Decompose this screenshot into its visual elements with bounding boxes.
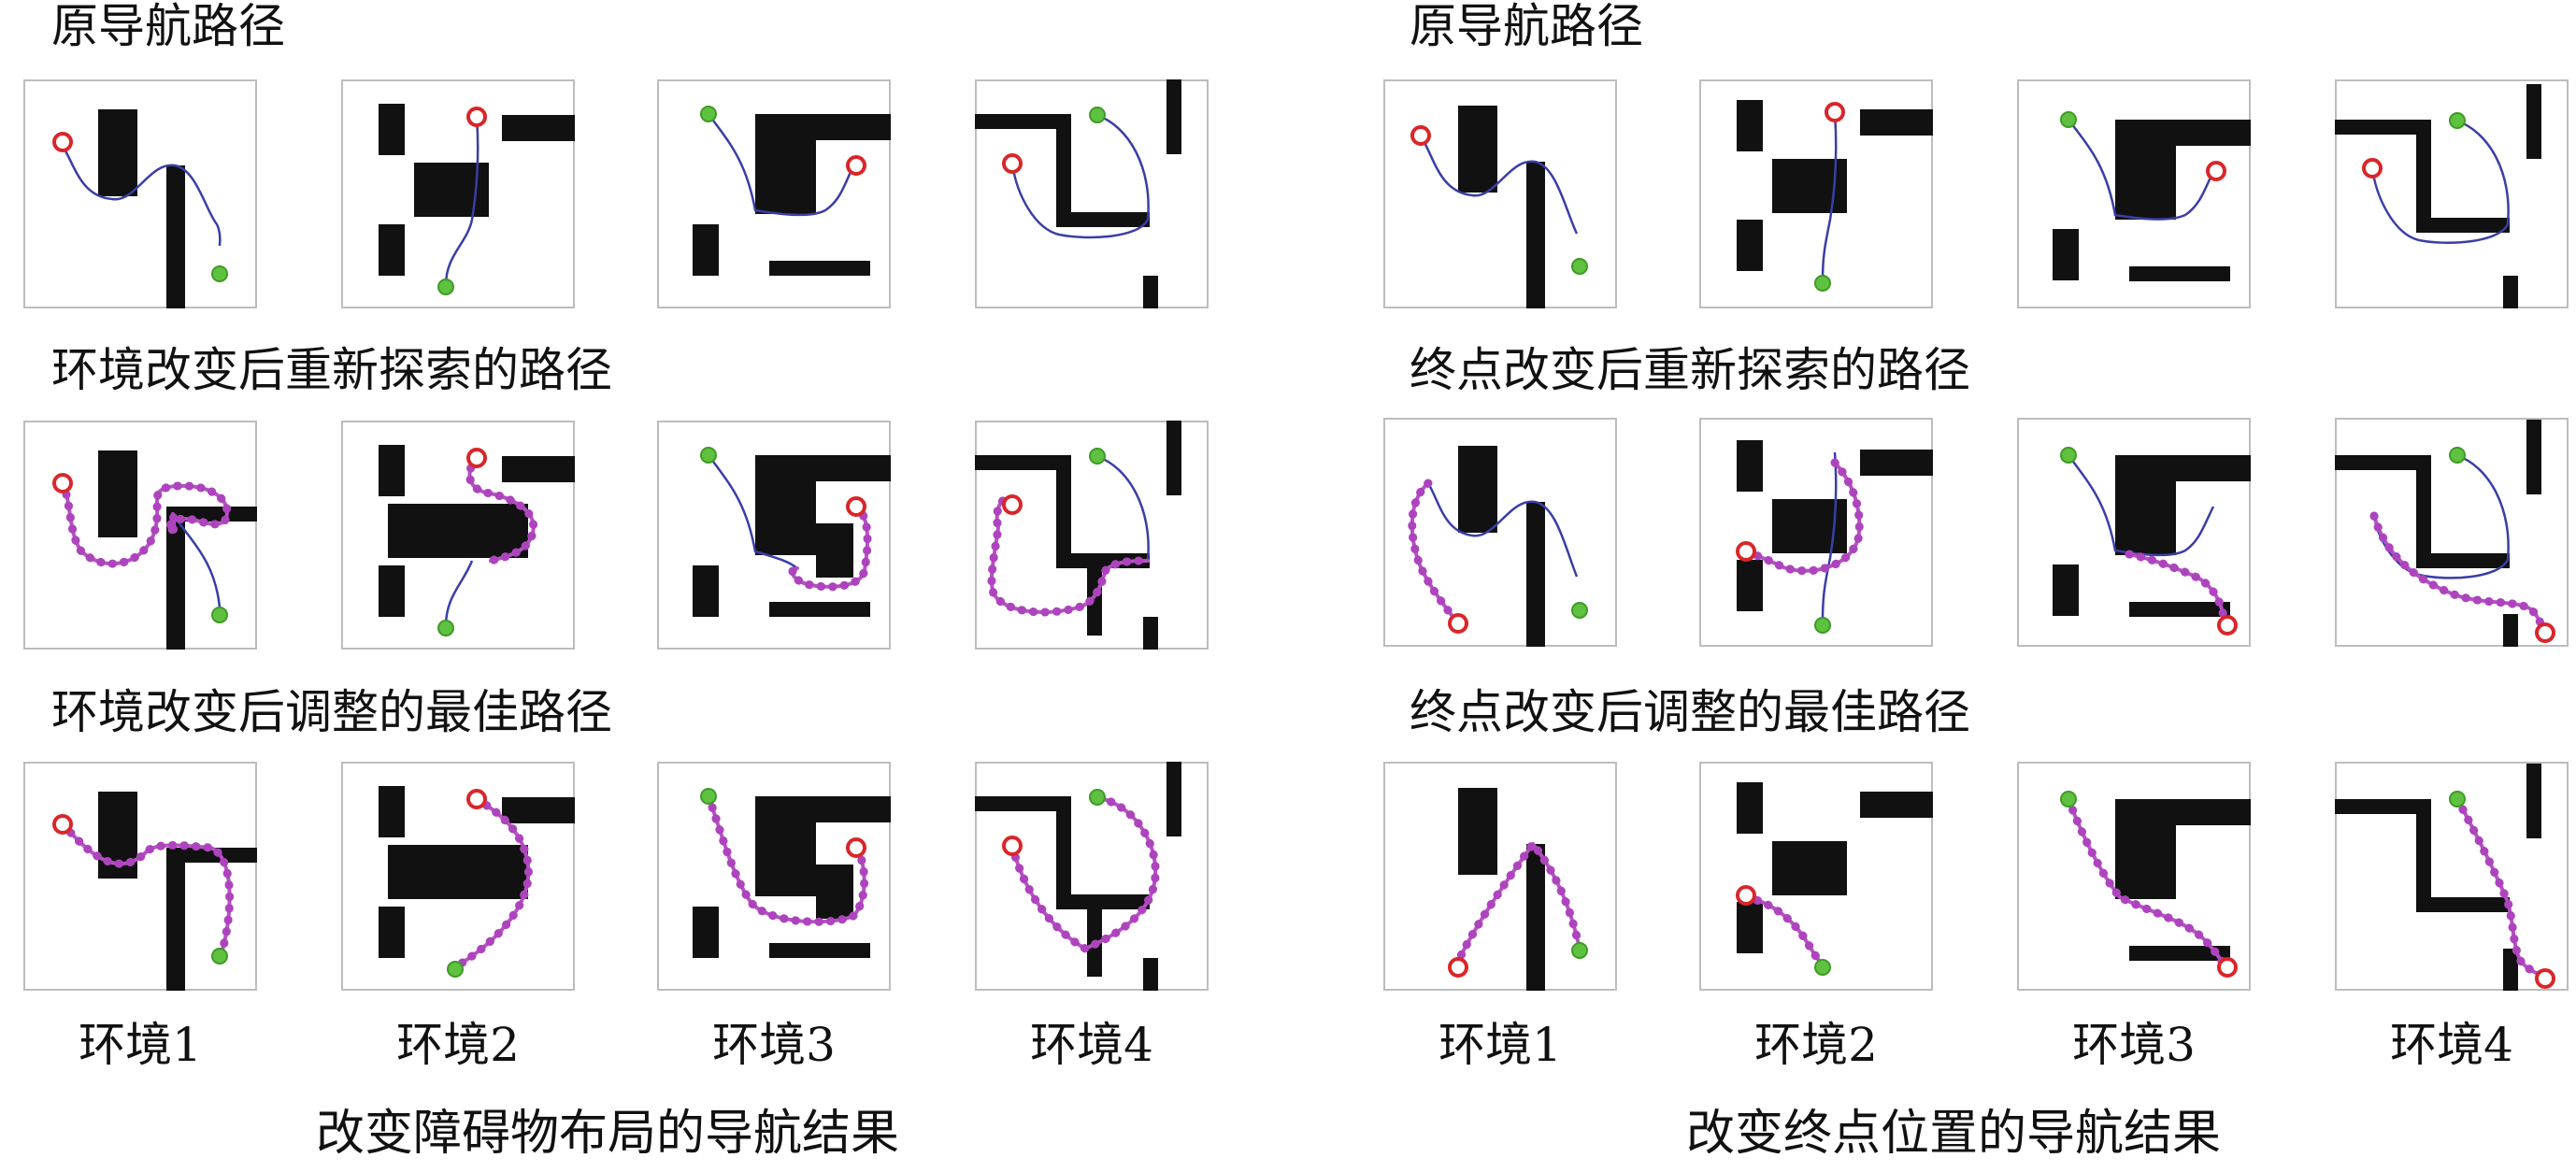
right-adjusted-env1 [1383,762,1617,991]
left-original-env2 [341,79,575,308]
left-env-label-1: 环境1 [79,1018,202,1072]
right-env-label-1: 环境1 [1438,1018,1562,1072]
right-original-env2 [1699,79,1933,308]
right-env-label-3: 环境3 [2072,1018,2196,1072]
left-adjusted-env4 [975,762,1209,991]
left-env-label-2: 环境2 [396,1018,520,1072]
right-reexplore-env3 [2017,418,2251,647]
left-adjusted-env3 [657,762,891,991]
left-env-label-4: 环境4 [1030,1018,1153,1072]
left-adjusted-env2 [341,762,575,991]
left-row-title-1: 原导航路径 [51,0,285,53]
right-original-env4 [2335,79,2569,308]
right-original-env3 [2017,79,2251,308]
left-reexplore-env4 [975,421,1209,650]
left-adjusted-env1 [23,762,257,991]
left-original-env3 [657,79,891,308]
right-reexplore-env4 [2335,418,2569,647]
right-env-label-2: 环境2 [1754,1018,1878,1072]
right-env-label-4: 环境4 [2390,1018,2513,1072]
left-row-title-2: 环境改变后重新探索的路径 [51,343,612,397]
left-reexplore-env3 [657,421,891,650]
right-reexplore-env1 [1383,418,1617,647]
left-caption: 改变障碍物布局的导航结果 [315,1106,899,1162]
left-reexplore-env1 [23,421,257,650]
left-original-env1 [23,79,257,308]
right-caption: 改变终点位置的导航结果 [1685,1106,2221,1162]
right-adjusted-env2 [1699,762,1933,991]
right-adjusted-env3 [2017,762,2251,991]
right-row-title-2: 终点改变后重新探索的路径 [1410,343,1970,397]
left-row-title-3: 环境改变后调整的最佳路径 [51,685,612,739]
left-original-env4 [975,79,1209,308]
right-original-env1 [1383,79,1617,308]
right-reexplore-env2 [1699,418,1933,647]
right-row-title-1: 原导航路径 [1410,0,1643,53]
right-row-title-3: 终点改变后调整的最佳路径 [1410,685,1970,739]
left-env-label-3: 环境3 [712,1018,836,1072]
right-adjusted-env4 [2335,762,2569,991]
left-reexplore-env2 [341,421,575,650]
